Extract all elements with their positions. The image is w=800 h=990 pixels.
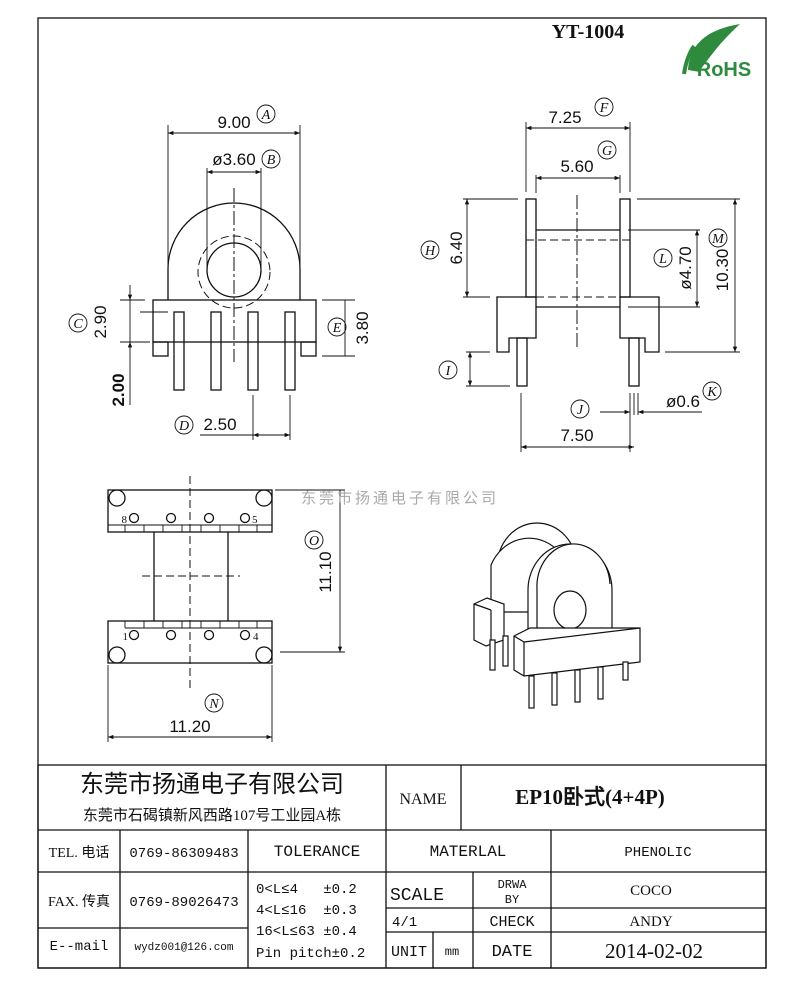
dim-k-value: ø0.6 xyxy=(666,392,700,411)
tolerance-row-4: Pin pitch±0.2 xyxy=(256,946,365,962)
tolerance-label: TOLERANCE xyxy=(274,843,360,861)
tolerance-row-2: 4<L≤16 ±0.3 xyxy=(256,903,357,919)
dim-f-tag: F xyxy=(599,101,609,116)
pin-label-4: 4 xyxy=(253,631,259,643)
dim-n-value: 11.20 xyxy=(169,717,210,736)
check-value: ANDY xyxy=(629,914,672,930)
dim-c-tag: C xyxy=(73,317,83,332)
dim-j-tag: J xyxy=(577,403,584,418)
pin-label-8: 8 xyxy=(122,514,128,526)
tel-label: TEL. 电话 xyxy=(49,845,110,861)
dim-e-value: 3.80 xyxy=(353,311,372,344)
dim-d-tag: D xyxy=(178,419,189,434)
dim-a-tag: A xyxy=(261,108,271,123)
side-view: 7.25 F 5.60 G 6.40 H ø4.70 L 10.30 M I xyxy=(420,97,740,452)
email-value: wydz001@126.com xyxy=(134,942,233,954)
tel-value: 0769-86309483 xyxy=(129,846,238,862)
dim-h-tag: H xyxy=(424,244,436,259)
dim-m-tag: M xyxy=(711,232,725,247)
dim-n-tag: N xyxy=(208,697,219,712)
material-value: PHENOLIC xyxy=(624,845,691,861)
material-label: MATERLAL xyxy=(430,843,507,861)
pin-label-5: 5 xyxy=(252,514,258,526)
date-label: DATE xyxy=(492,943,533,962)
tolerance-row-1: 0<L≤4 ±0.2 xyxy=(256,882,357,898)
dim-f-value: 7.25 xyxy=(548,108,581,127)
unit-label: UNIT xyxy=(391,944,427,961)
email-label: E--mail xyxy=(50,939,109,955)
tolerance-row-3: 16<L≤63 ±0.4 xyxy=(256,924,357,940)
drawn-by-value: COCO xyxy=(630,883,672,899)
name-value: EP10卧式(4+4P) xyxy=(515,785,665,809)
company-address: 东莞市石碣镇新风西路107号工业园A栋 xyxy=(83,806,341,824)
scale-value: 4/1 xyxy=(392,915,417,931)
dim-o-tag: O xyxy=(309,534,319,549)
date-value: 2014-02-02 xyxy=(605,939,703,963)
watermark: 东莞市扬通电子有限公司 xyxy=(301,490,499,507)
dim-g-value: 5.60 xyxy=(560,157,593,176)
dim-b-tag: B xyxy=(267,153,276,168)
front-view: 9.00 A ø3.60 B 2.90 C 2.00 3.80 E 2.50 D xyxy=(68,104,372,440)
isometric-view xyxy=(473,522,641,709)
dim-i-tag: I xyxy=(445,364,452,379)
dim-c-value: 2.90 xyxy=(91,305,110,338)
dim-h-value: 6.40 xyxy=(447,231,466,264)
drawn-by-label: DRWA xyxy=(498,878,528,892)
dim-j-value: 7.50 xyxy=(560,426,593,445)
check-label: CHECK xyxy=(489,914,534,931)
dim-d-value: 2.50 xyxy=(203,415,236,434)
fax-value: 0769-89026473 xyxy=(129,895,238,911)
scale-label: SCALE xyxy=(390,886,444,906)
company-name: 东莞市扬通电子有限公司 xyxy=(80,771,344,798)
pin-label-1: 1 xyxy=(123,631,129,643)
dim-e-tag: E xyxy=(332,321,342,336)
rohs-logo-text: RoHS xyxy=(697,59,751,81)
unit-value: mm xyxy=(445,945,459,959)
dim-b-value: ø3.60 xyxy=(212,150,255,169)
dim-pin-length-value: 2.00 xyxy=(109,373,128,406)
dim-k-tag: K xyxy=(706,385,717,400)
dim-m-value: 10.30 xyxy=(713,249,732,292)
drawn-by-label-2: BY xyxy=(505,893,519,907)
title-block: 东莞市扬通电子有限公司 东莞市石碣镇新风西路107号工业园A栋 NAME EP1… xyxy=(37,764,767,969)
part-number: YT-1004 xyxy=(552,21,625,43)
rohs-logo: RoHS xyxy=(682,24,751,81)
fax-label: FAX. 传真 xyxy=(48,894,110,910)
dim-l-tag: L xyxy=(658,252,667,267)
name-label: NAME xyxy=(399,791,446,808)
dim-a-value: 9.00 xyxy=(217,113,250,132)
dim-o-value: 11.10 xyxy=(316,551,335,592)
dim-g-tag: G xyxy=(602,144,612,159)
bottom-view: 8 5 1 4 11.10 O 11.20 N xyxy=(107,476,345,742)
dim-l-value: ø4.70 xyxy=(676,246,695,289)
